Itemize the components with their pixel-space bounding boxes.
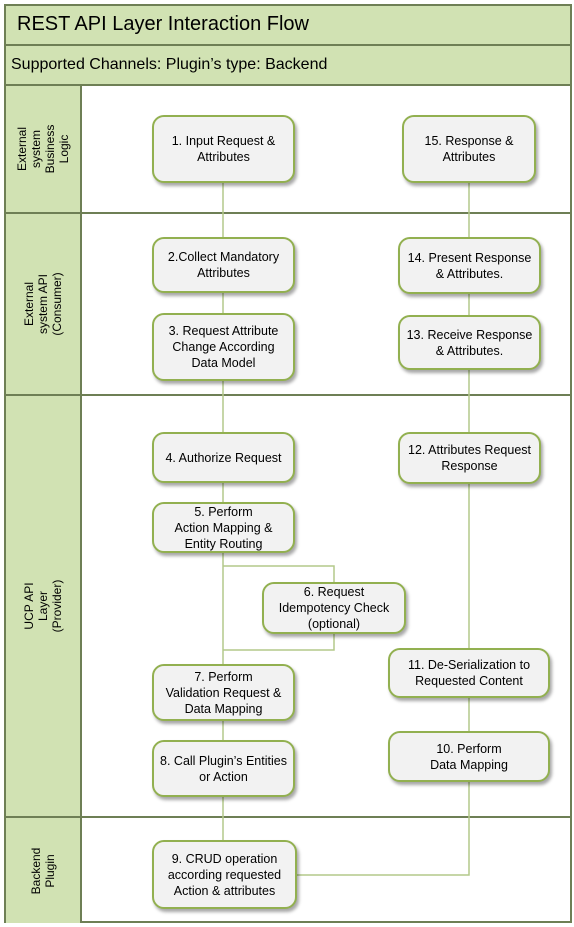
lane-divider [6, 394, 570, 396]
step-10-perform-data-mapping: 10. Perform Data Mapping [388, 731, 550, 782]
step-13-receive-response: 13. Receive Response & Attributes. [398, 315, 541, 370]
lane-external-business-logic: External system Business Logic [6, 86, 82, 212]
diagram-title: REST API Layer Interaction Flow [6, 6, 570, 46]
step-8-call-plugin-entities: 8. Call Plugin’s Entities or Action [152, 740, 295, 797]
supported-channels: Supported Channels: Plugin’s type: Backe… [6, 46, 570, 86]
lane-backend-plugin: Backend Plugin [6, 818, 82, 923]
step-9-crud-operation: 9. CRUD operation according requested Ac… [152, 840, 297, 909]
step-12-attributes-request-response: 12. Attributes Request Response [398, 432, 541, 484]
lane-divider [6, 816, 570, 818]
lane-divider [6, 212, 570, 214]
step-5-action-mapping: 5. Perform Action Mapping & Entity Routi… [152, 502, 295, 553]
step-11-de-serialization: 11. De-Serialization to Requested Conten… [388, 648, 550, 698]
step-4-authorize-request: 4. Authorize Request [152, 432, 295, 483]
step-2-collect-mandatory-attributes: 2.Collect Mandatory Attributes [152, 237, 295, 293]
step-1-input-request: 1. Input Request & Attributes [152, 115, 295, 183]
step-7-validation-request: 7. Perform Validation Request & Data Map… [152, 664, 295, 721]
step-14-present-response: 14. Present Response & Attributes. [398, 237, 541, 294]
step-6-idempotency-check: 6. Request Idempotency Check (optional) [262, 582, 406, 634]
connector-line [223, 634, 335, 651]
connector-line [223, 565, 335, 582]
lane-ucp-api-provider: UCP API Layer (Provider) [6, 396, 82, 816]
connector-line [297, 782, 470, 876]
step-3-request-attribute-change: 3. Request Attribute Change According Da… [152, 313, 295, 381]
lane-external-api-consumer: External system API (Consumer) [6, 214, 82, 394]
step-15-response-attributes: 15. Response & Attributes [402, 115, 536, 183]
